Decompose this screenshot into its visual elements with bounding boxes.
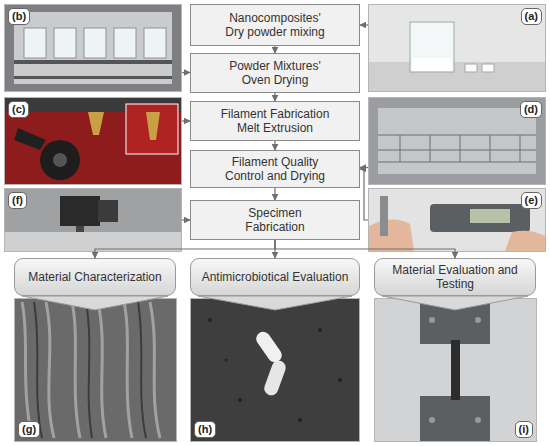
- process-box: Nanocomposites' Dry powder mixing: [190, 4, 360, 46]
- category-box: Material Evaluation and Testing: [374, 258, 536, 296]
- panel-label: (i): [515, 421, 533, 438]
- flow-arrow: [360, 24, 368, 25]
- panel-label: (f): [8, 192, 27, 209]
- pointer-chevron: [22, 296, 168, 310]
- step-label: Material Evaluation and Testing: [375, 263, 535, 291]
- flow-arrow: [274, 240, 275, 258]
- flow-arrow: [95, 240, 275, 258]
- flow-arrow: [182, 219, 190, 220]
- step-label: Nanocomposites' Dry powder mixing: [219, 11, 331, 39]
- flow-arrow: [275, 240, 455, 258]
- panel-label: (d): [520, 101, 542, 118]
- process-box: Filament Fabrication Melt Extrusion: [190, 101, 360, 141]
- panel-label: (h): [194, 421, 216, 438]
- flow-arrow: [182, 120, 190, 121]
- panel-label: (g): [18, 421, 40, 438]
- category-box: Material Characterization: [14, 258, 176, 296]
- step-label: Filament Fabrication Melt Extrusion: [219, 107, 331, 135]
- category-box: Antimicrobiotical Evaluation: [190, 258, 360, 296]
- pointer-chevron: [198, 296, 352, 310]
- panel-label: (e): [521, 192, 542, 209]
- step-label: Powder Mixtures' Oven Drying: [219, 59, 331, 87]
- step-label: Specimen Fabrication: [219, 206, 331, 234]
- panel-label: (c): [8, 101, 29, 118]
- panel-label: (b): [8, 8, 30, 25]
- step-label: Filament Quality Control and Drying: [219, 155, 331, 183]
- flow-arrow: [274, 141, 275, 150]
- flow-arrow: [274, 188, 275, 200]
- step-label: Material Characterization: [24, 270, 165, 284]
- panel-label: (a): [521, 8, 542, 25]
- flow-arrow: [360, 167, 368, 168]
- flow-arrow: [274, 46, 275, 53]
- flow-arrow: [182, 72, 190, 73]
- flow-arrow: [274, 93, 275, 101]
- pointer-chevron: [382, 296, 528, 310]
- process-box: Powder Mixtures' Oven Drying: [190, 53, 360, 93]
- step-label: Antimicrobiotical Evaluation: [198, 270, 353, 284]
- process-box: Specimen Fabrication: [190, 200, 360, 240]
- process-box: Filament Quality Control and Drying: [190, 150, 360, 188]
- flow-arrow: [360, 169, 368, 220]
